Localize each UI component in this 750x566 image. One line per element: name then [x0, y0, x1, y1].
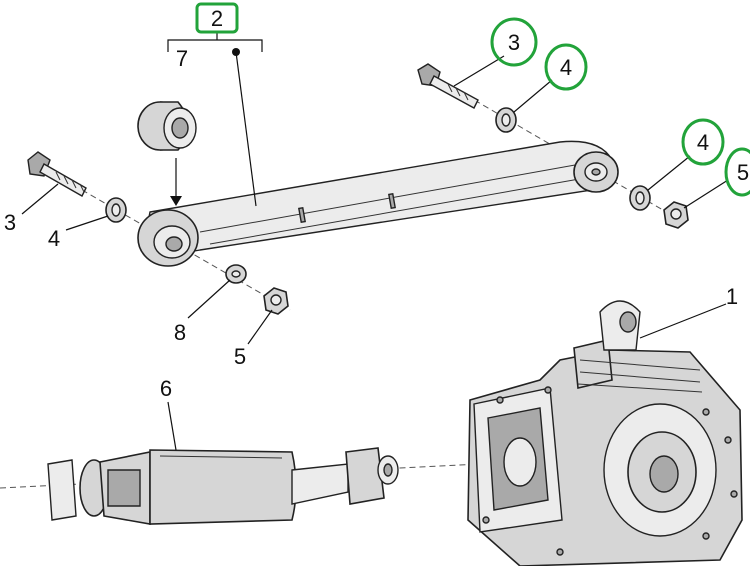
leader-3-right: [453, 55, 505, 87]
callout-label-2: 2: [211, 6, 223, 31]
leader-1: [639, 303, 727, 339]
callout-label-4-left: 4: [48, 226, 60, 251]
nut-left: [263, 287, 289, 315]
callout-2-highlight-box: [195, 2, 239, 34]
bushing: [137, 101, 197, 151]
bushing-arrow-head: [170, 196, 182, 206]
leader-4-right-lower: [647, 155, 691, 191]
leader-5-right: [683, 179, 729, 209]
callout-label-5-right: 5: [737, 160, 749, 185]
callout-4-right-upper-highlight-circle: [544, 43, 588, 91]
leader-4-left: [65, 215, 109, 231]
callout-label-7: 7: [176, 46, 188, 71]
leader-4-right-upper: [513, 79, 553, 113]
control-arm: [137, 140, 619, 267]
callout-label-5-left: 5: [234, 344, 246, 369]
callout-4-right-lower-highlight-circle: [681, 118, 725, 166]
callout-label-4-right-upper: 4: [560, 55, 572, 80]
callout-5-right-highlight-circle: [724, 147, 750, 197]
callout-label-3-right: 3: [508, 30, 520, 55]
leader-8: [187, 279, 231, 319]
leader-2: [235, 51, 257, 207]
drive-shaft: [47, 447, 399, 525]
washer-right-lower: [629, 185, 651, 211]
leader-5-left: [247, 309, 273, 345]
callout-label-3-left: 3: [4, 210, 16, 235]
washer-small: [225, 264, 247, 284]
nut-right: [663, 201, 689, 229]
washer-left: [105, 197, 127, 223]
washer-right-upper: [495, 107, 517, 133]
callout-2-bracket: [167, 39, 263, 52]
callout-label-6: 6: [160, 376, 172, 401]
bolt-right: [417, 63, 479, 109]
callout-label-4-right-lower: 4: [697, 130, 709, 155]
leader-3-left: [21, 183, 59, 215]
callout-3-right-highlight-circle: [490, 17, 538, 67]
callout-label-1: 1: [726, 284, 738, 309]
transfer-case: [467, 300, 743, 566]
bolt-left: [27, 151, 87, 197]
callout-label-8: 8: [174, 320, 186, 345]
leader-6: [167, 401, 177, 451]
